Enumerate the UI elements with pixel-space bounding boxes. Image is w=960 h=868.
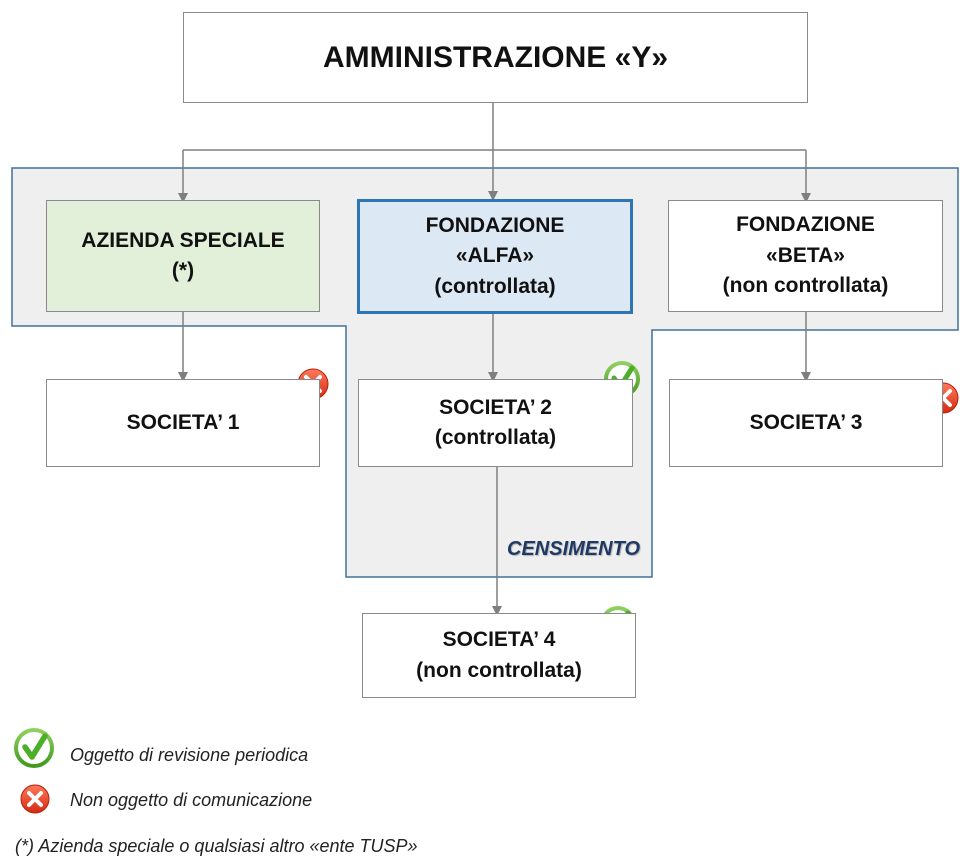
- legend-cross-text: Non oggetto di comunicazione: [70, 790, 313, 810]
- legend-check-icon: [14, 728, 54, 768]
- legend-note: (*) Azienda speciale o qualsiasi altro «…: [15, 836, 418, 856]
- entity-label: FONDAZIONE: [425, 213, 565, 237]
- company-label: SOCIETA’ 1: [126, 410, 240, 434]
- entity-box-azienda-speciale: AZIENDA SPECIALE (*): [46, 200, 320, 312]
- census-label: CENSIMENTO: [507, 538, 640, 560]
- entity-label: (controllata): [434, 274, 556, 298]
- entity-label: FONDAZIONE: [736, 213, 875, 237]
- company-box-2: SOCIETA’ 2 (controllata): [358, 379, 633, 467]
- company-box-3: SOCIETA’ 3: [669, 379, 943, 467]
- entity-label: AZIENDA SPECIALE: [81, 228, 285, 252]
- entity-label: «BETA»: [766, 243, 845, 267]
- company-label: (controllata): [434, 426, 557, 449]
- title-box: AMMINISTRAZIONE «Y»: [183, 12, 808, 103]
- connectors: [178, 103, 811, 616]
- entity-box-fondazione-beta: FONDAZIONE «BETA» (non controllata): [668, 200, 943, 312]
- company-label: SOCIETA’ 4: [442, 628, 556, 652]
- company-label: SOCIETA’ 2: [439, 395, 552, 419]
- company-label: (non controllata): [416, 658, 582, 682]
- entity-label: (*): [171, 259, 195, 282]
- entity-label: (non controllata): [722, 274, 889, 298]
- company-box-4: SOCIETA’ 4 (non controllata): [362, 613, 636, 698]
- legend-cross-icon: [20, 784, 50, 814]
- company-box-1: SOCIETA’ 1: [46, 379, 320, 467]
- legend-check-text: Oggetto di revisione periodica: [70, 745, 309, 765]
- entity-label: «ALFA»: [455, 244, 535, 268]
- company-label: SOCIETA’ 3: [749, 410, 863, 434]
- title-text: AMMINISTRAZIONE «Y»: [322, 40, 669, 74]
- entity-box-fondazione-alfa: FONDAZIONE «ALFA» (controllata): [357, 199, 633, 314]
